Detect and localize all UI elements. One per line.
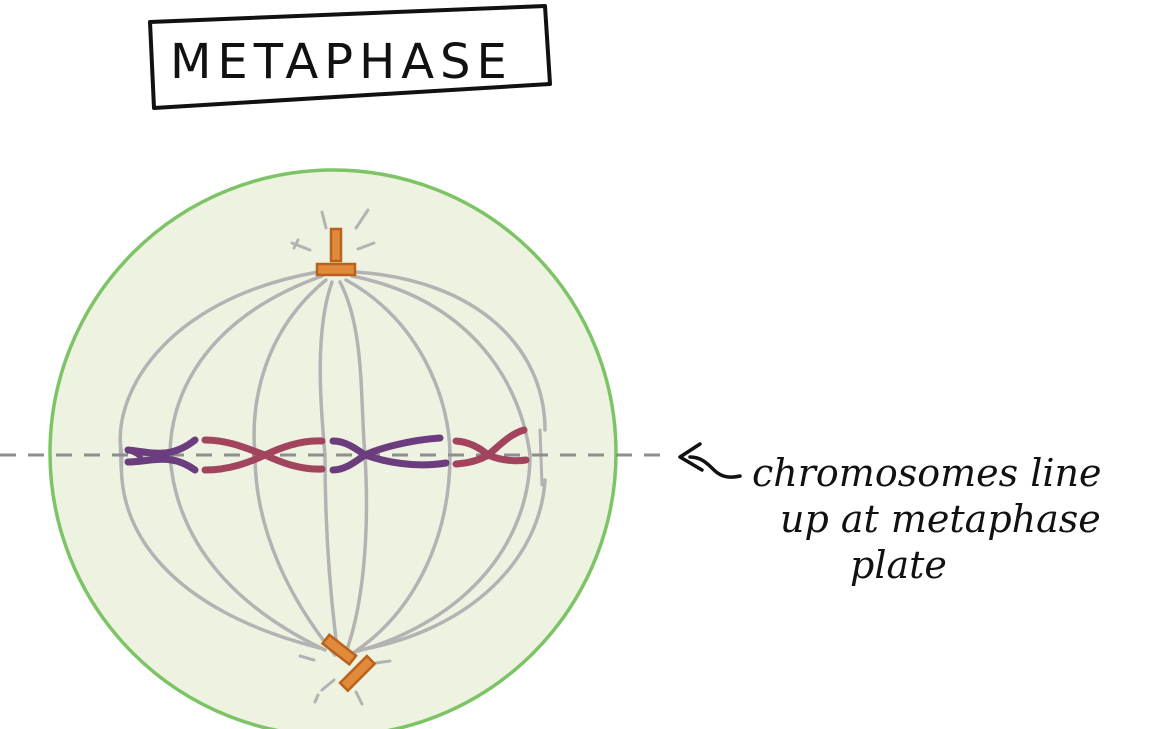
bottom-centrosome <box>298 633 392 706</box>
annotation-line-3: plate <box>850 543 947 587</box>
annotation: chromosomes line up at metaphase plate <box>752 451 1101 587</box>
title-text: METAPHASE <box>170 34 513 90</box>
spindle-fiber <box>118 270 320 457</box>
chromosome <box>329 434 450 474</box>
centriole <box>329 227 343 263</box>
cell-body <box>48 168 618 729</box>
centriole <box>320 633 358 667</box>
spindle-fiber <box>348 453 452 657</box>
chromosome <box>124 436 199 474</box>
aster-rays <box>298 654 392 706</box>
centriole <box>338 654 377 693</box>
spindle-fiber <box>119 453 322 650</box>
centriole <box>315 262 357 277</box>
title-box: METAPHASE <box>148 4 552 110</box>
spindle-fiber <box>353 453 532 654</box>
top-centrosome <box>290 208 376 277</box>
spindle-fiber <box>323 453 340 657</box>
spindle-fiber <box>253 453 337 657</box>
annotation-line-2: up at metaphase <box>780 497 1101 541</box>
chromosomes <box>124 426 530 474</box>
spindle-fiber <box>353 270 547 432</box>
spindle-fiber <box>358 478 547 652</box>
arrow-head <box>678 442 704 472</box>
spindle-fiber <box>168 453 327 652</box>
spindle-fiber <box>343 453 369 657</box>
annotation-arrow <box>678 442 742 479</box>
chromosome <box>452 426 530 468</box>
spindle-fiber <box>318 280 334 457</box>
arrow-shaft <box>688 455 742 479</box>
aster-rays <box>290 208 376 252</box>
chromosome <box>201 436 326 474</box>
spindle-fibers <box>118 270 547 657</box>
spindle-fiber <box>252 278 328 457</box>
title-box-border <box>148 4 552 110</box>
spindle-fiber <box>350 274 532 457</box>
annotation-line-1: chromosomes line <box>752 451 1101 495</box>
spindle-fiber <box>344 278 452 457</box>
spindle-fiber <box>168 274 324 457</box>
spindle-fiber <box>338 280 367 457</box>
